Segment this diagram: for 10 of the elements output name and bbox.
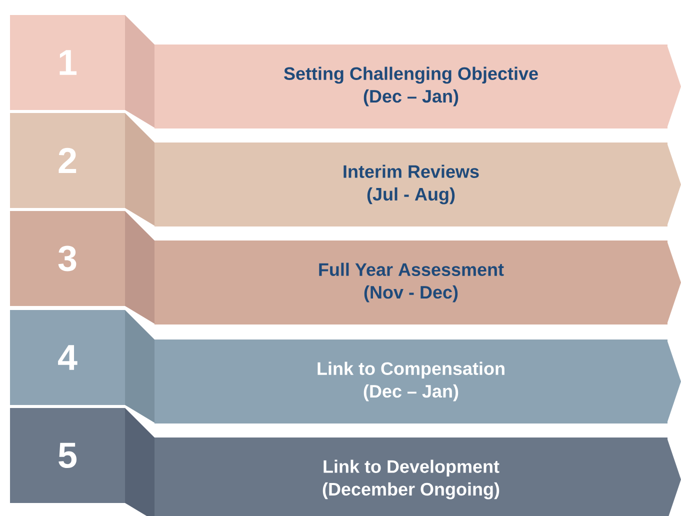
- step-number-box: 5: [10, 408, 125, 503]
- step-number-box: 1: [10, 15, 125, 110]
- step-banner: Setting Challenging Objective (Dec – Jan): [125, 15, 681, 128]
- step-number-box: 4: [10, 310, 125, 405]
- step-banner: Full Year Assessment (Nov - Dec): [125, 211, 681, 324]
- step-banner: Link to Development (December Ongoing): [125, 408, 681, 516]
- step-banner: Interim Reviews (Jul - Aug): [125, 113, 681, 226]
- step-number-box: 2: [10, 113, 125, 208]
- step-banner: Link to Compensation (Dec – Jan): [125, 310, 681, 424]
- step-number-box: 3: [10, 211, 125, 306]
